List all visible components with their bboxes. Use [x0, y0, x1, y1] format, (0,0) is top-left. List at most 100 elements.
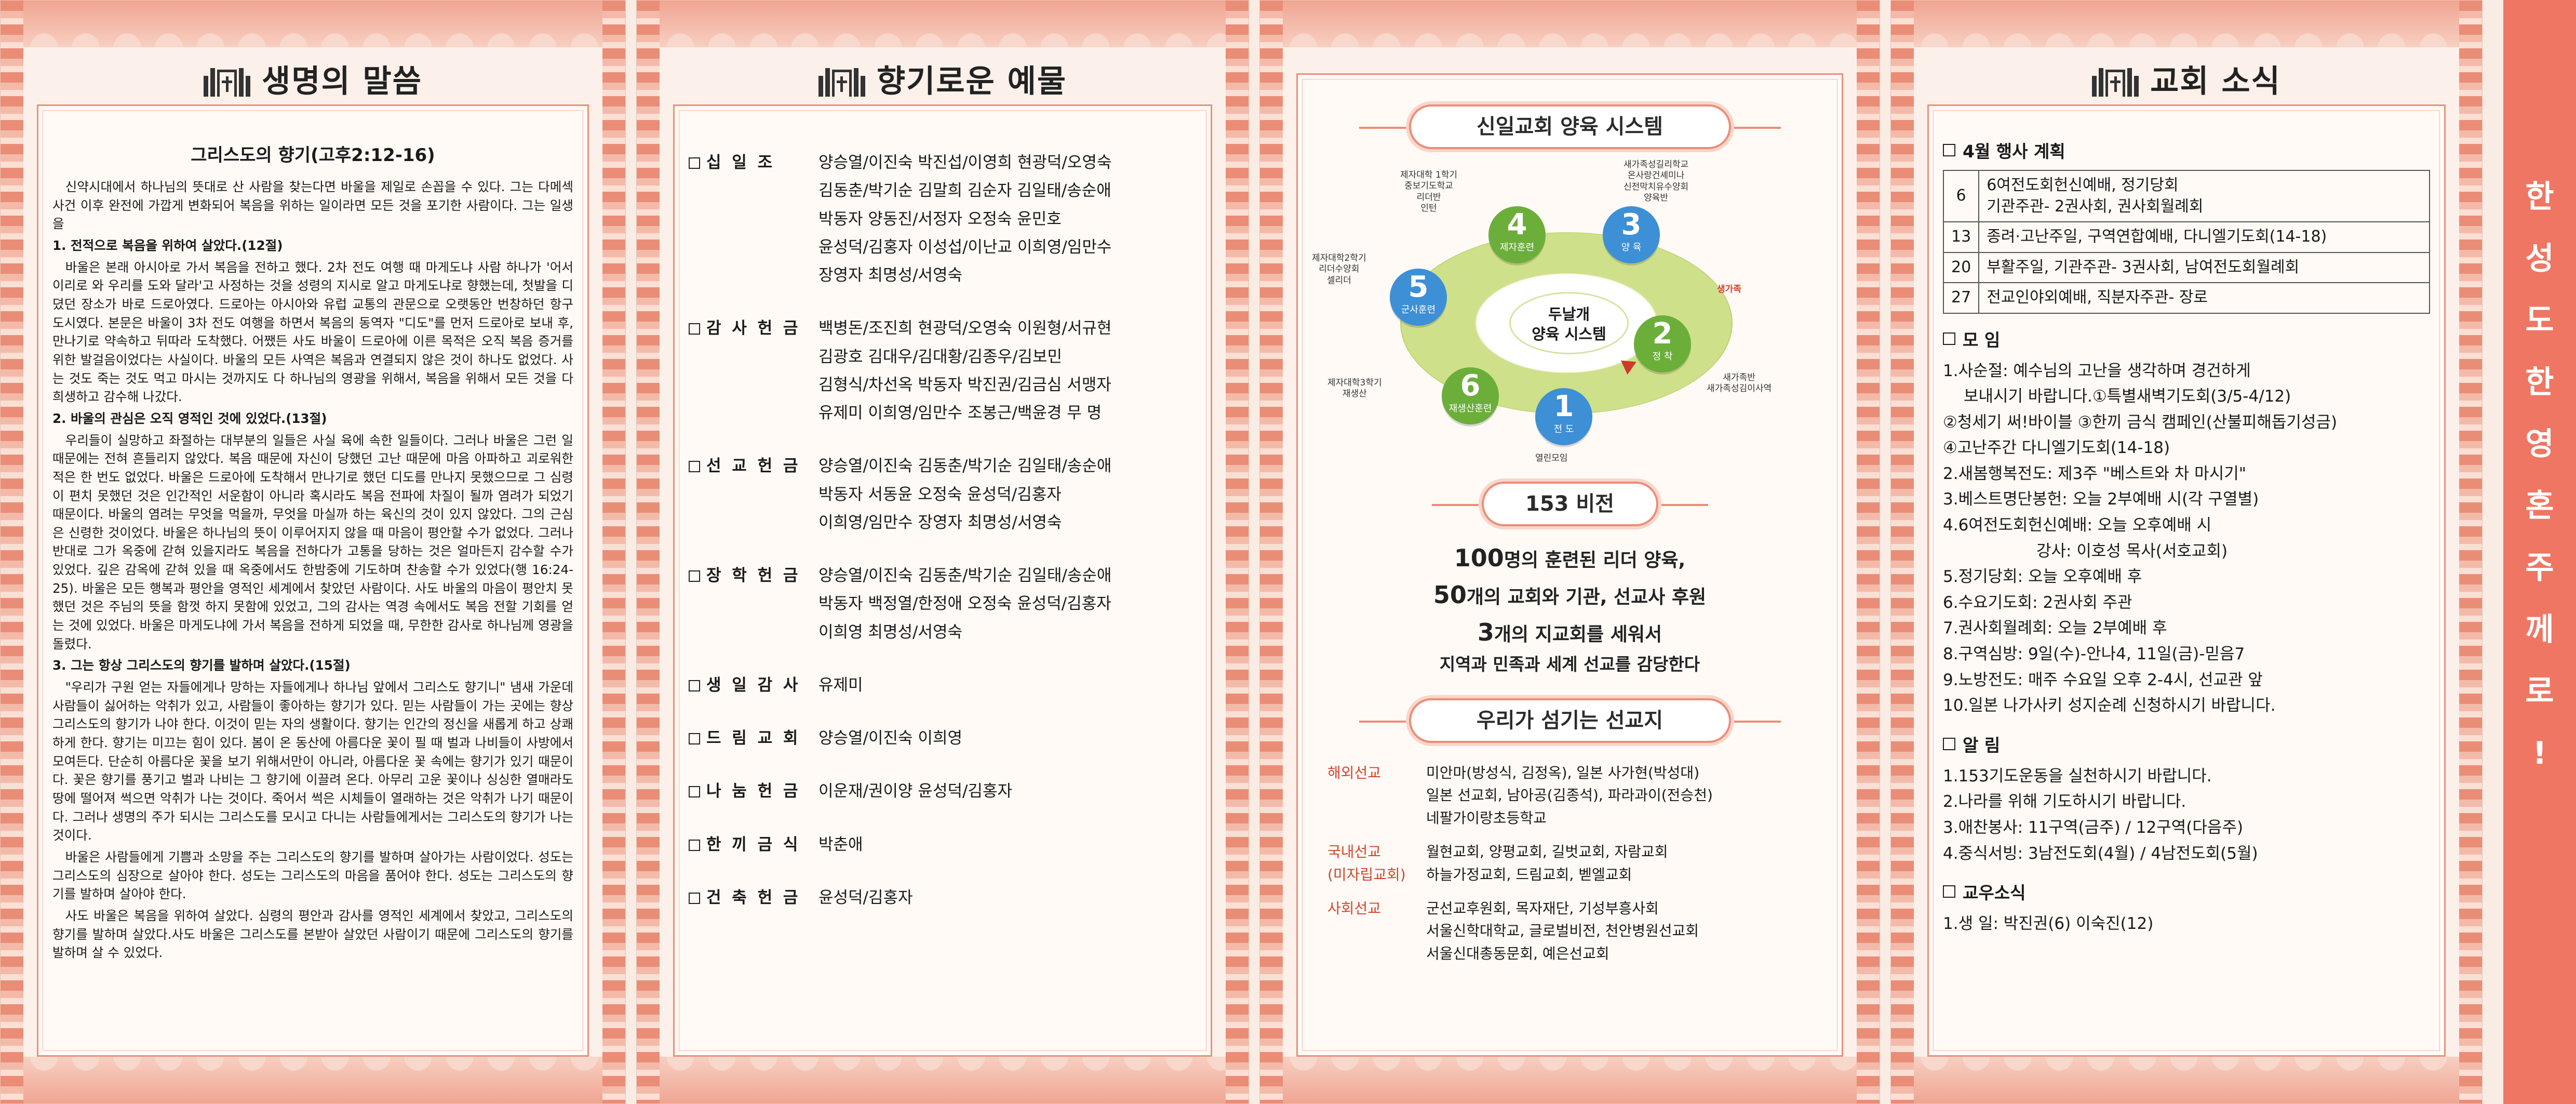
- sermon-panel: 생명의 말씀 그리스도의 향기(고후2:12-16) 신약시대에서 하나님의 뜻…: [0, 0, 626, 1104]
- node-number: 6: [1460, 369, 1481, 403]
- offering-label: 십 일 조: [706, 153, 775, 172]
- label-line: 온사랑건셰미나: [1627, 170, 1685, 181]
- meeting-item: 2.새봄행복전도: 제3주 "베스트와 차 마시기": [1943, 464, 2246, 483]
- cat-line: (미자립교회): [1327, 866, 1406, 883]
- motto-char: !: [2532, 735, 2547, 772]
- meeting-item: ②청세기 써!바이블 ③한끼 금식 캠페인(산불피해돕기성금): [1943, 413, 2338, 432]
- name-line: 윤성덕/김홍자 이성섭/이난교 이희영/임만수: [819, 237, 1112, 257]
- sermon-paragraph: 1. 전적으로 복음을 위하여 살았다.(12절): [52, 237, 283, 253]
- mission-line: 네팔가이랑초등학교: [1426, 809, 1547, 827]
- event-line: 부활주일, 기관주관- 3권사회, 남여전도회월례회: [1987, 258, 2300, 276]
- notices-list: 1.153기도운동을 실천하시기 바랍니다.2.나라를 위해 기도하시기 바랍니…: [1943, 764, 2430, 867]
- motto-char: 성: [2525, 241, 2554, 277]
- name-line: 장영자 최명성/서영숙: [819, 266, 962, 285]
- panel-header: 교회 소식: [1891, 52, 2482, 104]
- name-line: 양승열/이진숙 김동춘/박기순 김일태/송순애: [819, 566, 1112, 585]
- meeting-item: ④고난주간 다니엘기도회(14-18): [1943, 438, 2170, 458]
- decorative-border-top: [660, 1, 1226, 47]
- motto-char: 주: [2525, 550, 2554, 586]
- offering-names: 이운재/권이양 윤성덕/김홍자: [819, 777, 1197, 830]
- meeting-item: 10.일본 나가사키 성지순례 신청하시기 바랍니다.: [1943, 696, 2276, 715]
- sermon-paragraph: 신약시대에서 하나님의 뜻대로 산 사람을 찾는다면 바울을 제일로 손꼽을 수…: [52, 179, 573, 232]
- meeting-item: 보내시기 바랍니다.①특별새벽기도회(3/5-4/12): [1964, 387, 2291, 406]
- checkbox-icon: [689, 839, 700, 851]
- offering-label: 건 축 헌 금: [706, 888, 801, 907]
- label-line: 리더반: [1416, 192, 1441, 203]
- meeting-item: 강사: 이호성 목사(서호교회): [2036, 541, 2228, 561]
- bible-cross-icon: [818, 60, 865, 97]
- name-line: 이희영 최명성/서영숙: [819, 622, 962, 642]
- label-line: 제자대학2학기: [1312, 253, 1366, 263]
- node-name: 전 도: [1553, 424, 1574, 435]
- checkbox-icon: [689, 680, 700, 691]
- node-label-right: 생가족: [1717, 284, 1741, 295]
- vision-title: 153 비전: [1431, 482, 1708, 526]
- motto-char: 도: [2525, 302, 2554, 339]
- motto-char: 영: [2525, 426, 2554, 462]
- event-line: 종려·고난주일, 구역연합예배, 다니엘기도회(14-18): [1987, 228, 2327, 246]
- panel-title: 교회 소식: [2150, 63, 2281, 100]
- node-number: 2: [1652, 317, 1673, 351]
- motto-char: 한: [2525, 364, 2554, 401]
- offering-category: 십 일 조: [689, 149, 819, 314]
- label-line: 열린모임: [1535, 453, 1568, 463]
- vision-number: 100: [1454, 544, 1504, 572]
- checkbox-icon: [1943, 737, 1955, 750]
- name-line: 박동자 서동윤 오정숙 윤성덕/김홍자: [819, 485, 1062, 504]
- mission-category: 국내선교(미자립교회): [1312, 841, 1426, 897]
- node-number: 1: [1553, 390, 1574, 423]
- event-line: 전교인야외예배, 직분자주관- 장로: [1987, 288, 2208, 307]
- panel-header: 향기로운 예물: [637, 52, 1249, 104]
- label-line: 제자대학3학기: [1327, 378, 1382, 388]
- event-desc: 전교인야외예배, 직분자주관- 장로: [1978, 282, 2430, 314]
- label-line: 인턴: [1420, 203, 1437, 214]
- meeting-item: 1.사순절: 예수님의 고난을 생각하며 경건하게: [1943, 361, 2251, 380]
- label-line: 제자대학 1학기: [1400, 170, 1458, 180]
- offering-label: 한 끼 금 식: [706, 835, 801, 854]
- offering-label: 생 일 감 사: [706, 675, 801, 695]
- name-line: 김광호 김대우/김대황/김종우/김보민: [819, 347, 1062, 366]
- name-line: 이희영/임만수 장영자 최명성/서영숙: [819, 513, 1062, 532]
- content-frame: [673, 104, 1212, 1057]
- decorative-border-bottom: [660, 1057, 1226, 1103]
- offering-names: 박춘애: [819, 831, 1197, 884]
- motto-char: 께: [2525, 611, 2554, 648]
- sermon-paragraph: "우리가 구원 얻는 자들에게나 망하는 자들에게나 하나님 앞에서 그리스도 …: [52, 680, 573, 843]
- decorative-border-bottom: [1914, 1057, 2459, 1103]
- vision-line: 3개의 지교회를 세워서: [1312, 614, 1828, 651]
- name-line: 박동자 백정열/한정애 오정숙 윤성덕/김홍자: [819, 594, 1111, 614]
- notice-item: 1.153기도운동을 실천하시기 바랍니다.: [1943, 766, 2212, 786]
- sermon-paragraph: 3. 그는 항상 그리스도의 향기를 발하며 살았다.(15절): [52, 658, 351, 673]
- mission-names: 미안마(방성식, 김정옥), 일본 사가현(박성대)일본 선교회, 남아공(김종…: [1426, 762, 1828, 841]
- member-item: 1.생 일: 박진권(6) 이숙진(12): [1943, 914, 2154, 934]
- offering-category: 나 눔 헌 금: [689, 777, 819, 830]
- offering-label: 장 학 헌 금: [706, 566, 801, 585]
- vision-line: 지역과 민족과 세계 선교를 감당한다: [1312, 651, 1828, 677]
- name-line: 양승열/이진숙 이희영: [819, 729, 962, 748]
- mission-line: 서울신대총동문회, 예은선교회: [1426, 945, 1609, 962]
- node-name: 재생산훈련: [1448, 403, 1492, 414]
- events-title: 4월 행사 계획: [1943, 138, 2430, 163]
- vision-number: 50: [1433, 581, 1467, 609]
- offering-category: 생 일 감 사: [689, 671, 819, 724]
- offering-names: 양승열/이진숙 이희영: [819, 724, 1197, 777]
- mission-line: 군선교후원회, 목자재단, 기성부흥사회: [1426, 899, 1659, 917]
- system-title: 신일교회 양육 시스템: [1359, 104, 1781, 149]
- label-line: 양육반: [1644, 192, 1669, 203]
- mission-line: 일본 선교회, 남아공(김종석), 파라과이(전승천): [1426, 787, 1713, 804]
- node-number: 3: [1621, 208, 1642, 242]
- offering-label: 드 림 교 회: [706, 729, 801, 748]
- checkbox-icon: [689, 733, 700, 744]
